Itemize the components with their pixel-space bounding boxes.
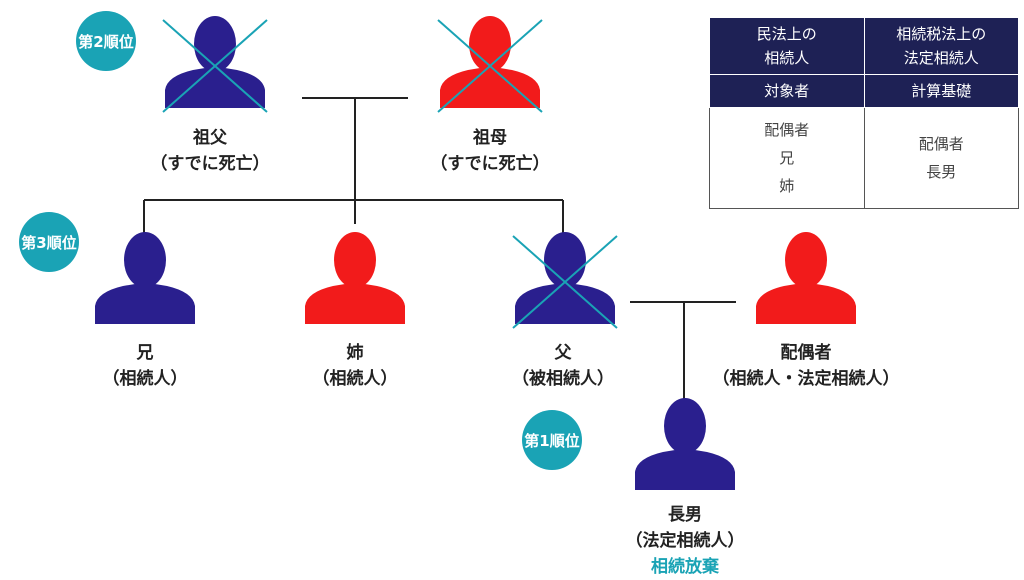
brother-figure-head [124,232,166,288]
brother-figure [95,232,195,324]
tax-law-heirs-cell: 配偶者 長男 [863,107,1019,209]
renunciation-note: 相続放棄 [651,557,719,577]
sister-status: （相続人） [312,369,398,389]
eldest-son-figure [635,398,735,490]
civil-law-heir-header: 民法上の 相続人 [709,17,865,75]
father-figure-body [515,284,615,324]
grandmother-label: 祖母 （すでに死亡） [425,125,555,177]
civil-law-heir-item: 配偶者 [764,121,810,139]
connector-lines [143,97,736,402]
grandfather-figure-body [165,68,265,108]
tax-law-heir-item: 長男 [926,163,957,181]
sister-figure-head [334,232,376,288]
father-label: 父 （被相続人） [508,340,618,392]
grandfather-figure-head [194,16,236,72]
spouse-label: 配偶者 （相続人・法定相続人） [700,340,912,392]
eldest-son-figure-body [635,450,735,490]
grandmother-figure-deceased-cross-2 [437,19,543,113]
grandfather-figure [162,16,268,113]
grandmother-name: 祖母 [473,128,507,148]
tax-law-heir-header: 相続税法上の 法定相続人 [863,17,1019,75]
brother-label: 兄 （相続人） [95,340,195,392]
father-figure [512,232,618,329]
sister-figure-body [305,284,405,324]
grandfather-status: （すでに死亡） [150,154,270,174]
civil-law-heir-item: 兄 [779,149,795,167]
brother-status: （相続人） [102,369,188,389]
eldest-son-status: （法定相続人） [625,531,745,551]
grandfather-figure-deceased-cross-2 [162,19,268,113]
eldest-son-figure-head [664,398,706,454]
sister-label: 姉 （相続人） [305,340,405,392]
second-rank-badge: 第2順位 [76,11,136,71]
grandfather-name: 祖父 [193,128,227,148]
heir-comparison-table: 民法上の 相続人 相続税法上の 法定相続人 対象者 計算基礎 配偶者 兄 姉 配… [709,17,1019,209]
father-figure-head [544,232,586,288]
spouse-figure-head [785,232,827,288]
civil-law-heirs-cell: 配偶者 兄 姉 [709,107,865,209]
civil-law-heir-item: 姉 [779,177,795,195]
spouse-name: 配偶者 [780,343,832,363]
third-rank-badge: 第3順位 [19,212,79,272]
brother-figure-body [95,284,195,324]
sister-name: 姉 [346,343,364,363]
subject-subheader: 対象者 [709,74,865,108]
civil-law-heir-header-line2: 相続人 [764,49,810,67]
brother-name: 兄 [136,343,154,363]
eldest-son-label: 長男 （法定相続人） 相続放棄 [620,502,750,580]
calculation-basis-subheader: 計算基礎 [863,74,1019,108]
spouse-status: （相続人・法定相続人） [712,369,900,389]
eldest-son-name: 長男 [668,505,702,525]
spouse-figure [756,232,856,324]
grandfather-label: 祖父 （すでに死亡） [145,125,275,177]
first-rank-badge: 第1順位 [522,410,582,470]
grandmother-figure-body [440,68,540,108]
grandmother-figure-head [469,16,511,72]
sister-figure [305,232,405,324]
grandmother-status: （すでに死亡） [430,154,550,174]
father-name: 父 [554,343,572,363]
tax-law-heir-header-line2: 法定相続人 [903,49,979,67]
grandmother-figure [437,16,543,113]
father-figure-deceased-cross-2 [512,235,618,329]
father-status: （被相続人） [512,369,614,389]
tax-law-heir-item: 配偶者 [918,135,964,153]
tax-law-heir-header-line1: 相続税法上の [896,25,987,43]
civil-law-heir-header-line1: 民法上の [756,25,817,43]
spouse-figure-body [756,284,856,324]
